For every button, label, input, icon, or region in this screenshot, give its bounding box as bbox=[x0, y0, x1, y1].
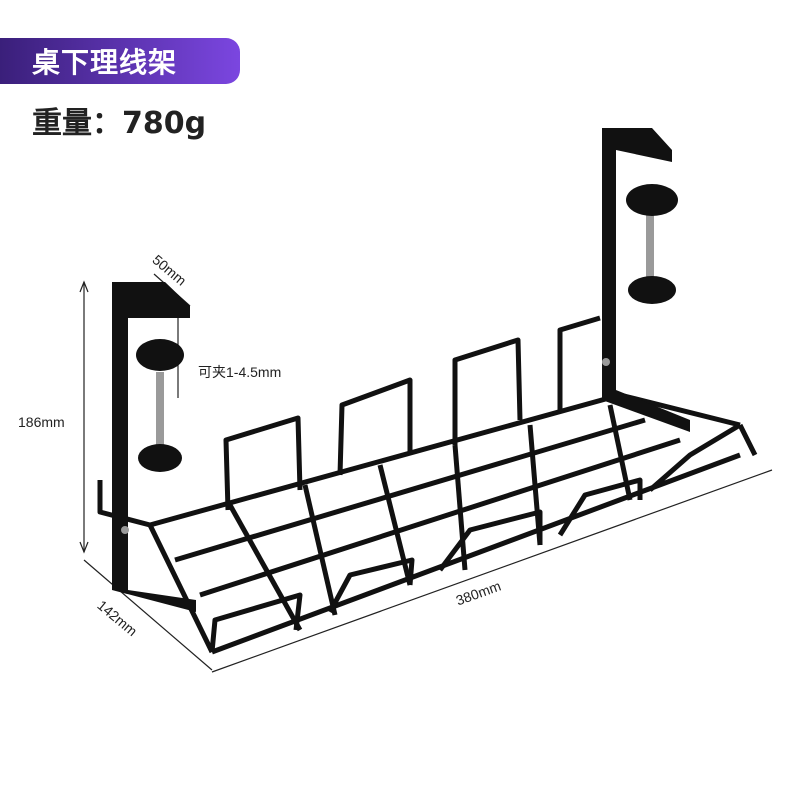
weight-value: 780g bbox=[122, 106, 207, 141]
product-title: 桌下理线架 bbox=[32, 46, 178, 79]
weight-label: 重量： bbox=[32, 106, 122, 141]
left-rivet bbox=[121, 526, 129, 534]
left-screw bbox=[156, 372, 164, 462]
weight-row: 重量：780g bbox=[32, 98, 206, 142]
dim-height: 186mm bbox=[18, 414, 65, 430]
left-bottom-knob bbox=[138, 444, 182, 472]
dim-clamp-range: 可夹1-4.5mm bbox=[198, 364, 282, 380]
title-badge: 桌下理线架 bbox=[0, 38, 240, 84]
left-bracket bbox=[112, 282, 196, 612]
wire-basket bbox=[97, 315, 758, 655]
right-screw bbox=[646, 210, 654, 300]
right-bottom-knob bbox=[628, 276, 676, 304]
right-top-knob bbox=[626, 184, 678, 216]
right-rivet bbox=[602, 358, 610, 366]
right-bracket bbox=[602, 128, 690, 432]
left-top-knob bbox=[136, 339, 184, 371]
